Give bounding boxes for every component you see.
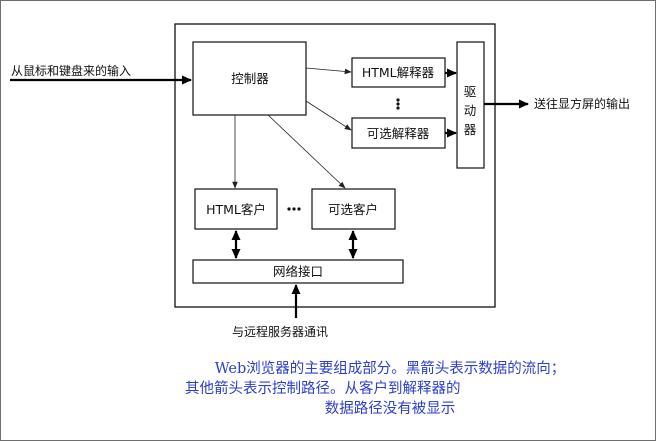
driver-label-char-2: 动 — [464, 103, 477, 118]
client-ellipsis-dot — [287, 207, 291, 211]
driver-box — [456, 41, 485, 169]
control-arrow-controller-html-interpreter — [305, 67, 352, 75]
interpreter-ellipsis-dot — [396, 106, 400, 110]
controller-label: 控制器 — [231, 71, 269, 86]
control-arrow-controller-optional-client — [267, 114, 346, 189]
optional-client-label: 可选客户 — [328, 202, 378, 217]
control-arrow-controller-optional-interpreter — [305, 100, 352, 131]
input-label: 从鼠标和键盘来的输入 — [11, 63, 131, 78]
html-client-label: HTML客户 — [206, 202, 266, 217]
caption-line-3: 数据路径没有被显示 — [324, 401, 456, 417]
html-client-box — [194, 188, 278, 230]
interpreter-ellipsis-dot — [396, 102, 400, 106]
optional-interpreter-box — [351, 117, 446, 149]
output-label: 送往显方屏的输出 — [534, 96, 630, 111]
interpreter-ellipsis-dot — [396, 98, 400, 102]
network-interface-label: 网络接口 — [273, 264, 323, 279]
controller-box — [192, 41, 307, 116]
network-interface-box — [192, 259, 404, 284]
optional-client-box — [311, 188, 396, 230]
caption-line-2: 其他箭头表示控制路径。从客户到解释器的 — [185, 381, 461, 397]
driver-label-char-3: 器 — [464, 122, 477, 137]
driver-label-char-1: 驱 — [464, 84, 477, 99]
caption-line-1: Web浏览器的主要组成部分。黑箭头表示数据的流向； — [214, 361, 566, 377]
client-ellipsis-dot — [297, 207, 301, 211]
network-label: 与远程服务器通讯 — [232, 324, 328, 339]
client-ellipsis-dot — [292, 207, 296, 211]
html-interpreter-label: HTML解释器 — [362, 65, 435, 80]
optional-interpreter-label: 可选解释器 — [367, 126, 430, 141]
